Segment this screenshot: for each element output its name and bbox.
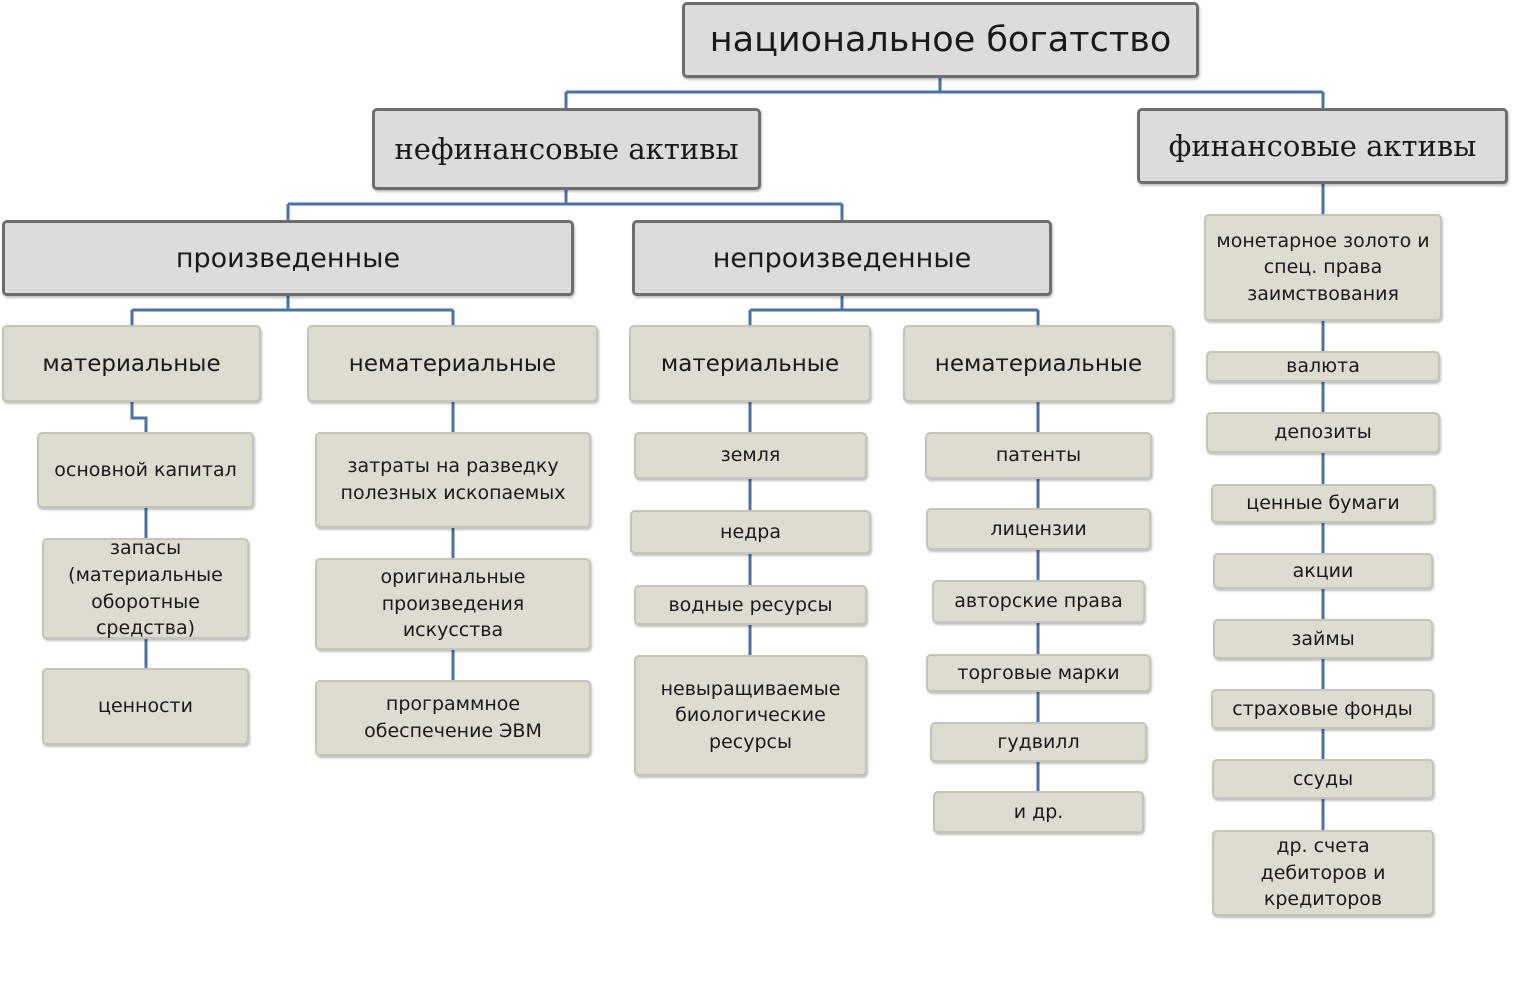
leaf-label: ценные бумаги [1246, 492, 1400, 515]
leaf-node: затраты на разведку полезных ископаемых [315, 432, 591, 528]
nonproduced-label: непроизведенные [712, 242, 972, 274]
leaf-label: ссуды [1292, 767, 1354, 790]
nonproduced-node: непроизведенные [632, 220, 1052, 296]
financial-node: финансовые активы [1137, 108, 1508, 184]
leaf-label: основной капитал [54, 458, 237, 481]
leaf-node: ценности [42, 668, 249, 745]
leaf-label: ценности [98, 695, 193, 718]
leaf-label: страховые фонды [1232, 697, 1413, 720]
leaf-node: монетарное золото и спец. права заимство… [1204, 214, 1442, 321]
leaf-node: лицензии [926, 508, 1151, 550]
leaf-node: программное обеспечение ЭВМ [315, 680, 591, 756]
leaf-node: валюта [1206, 351, 1440, 382]
leaf-label: недра [720, 520, 781, 543]
leaf-node: др. счета дебиторов и кредиторов [1212, 830, 1434, 916]
leaf-label: невыращиваемые биологические ресурсы [660, 677, 841, 753]
leaf-label: займы [1291, 627, 1355, 650]
leaf-node: займы [1213, 619, 1433, 659]
leaf-node: запасы (материальные оборотные средства) [42, 537, 249, 640]
category-label: материальные [42, 350, 221, 377]
leaf-label: валюта [1286, 355, 1360, 378]
leaf-label: затраты на разведку полезных ископаемых [340, 455, 566, 504]
root-label: национальное богатство [709, 20, 1172, 60]
category-label: материальные [660, 350, 840, 377]
leaf-label: программное обеспечение ЭВМ [364, 693, 542, 742]
leaf-label: акции [1292, 559, 1354, 582]
leaf-node: основной капитал [37, 432, 254, 508]
leaf-node: невыращиваемые биологические ресурсы [634, 655, 867, 776]
leaf-node: водные ресурсы [634, 585, 867, 625]
financial-label: финансовые активы [1168, 129, 1477, 163]
leaf-label: торговые марки [957, 661, 1120, 684]
leaf-node: земля [634, 432, 867, 479]
root-node: национальное богатство [682, 2, 1199, 78]
leaf-label: монетарное золото и спец. права заимство… [1216, 229, 1430, 305]
leaf-label: лицензии [990, 517, 1087, 540]
leaf-label: и др. [1013, 800, 1064, 823]
category-label: нематериальные [348, 350, 557, 377]
leaf-node: недра [630, 510, 871, 554]
nonfinancial-node: нефинансовые активы [372, 108, 761, 190]
nonproduced-material-node: материальные [629, 325, 871, 402]
leaf-label: др. счета дебиторов и кредиторов [1260, 835, 1386, 911]
leaf-label: водные ресурсы [668, 593, 833, 616]
produced-node: произведенные [2, 220, 574, 296]
nonproduced-intangible-node: нематериальные [903, 325, 1174, 402]
produced-label: произведенные [175, 242, 401, 274]
leaf-label: депозиты [1274, 421, 1372, 444]
leaf-label: оригинальные произведения искусства [380, 566, 526, 642]
produced-intangible-node: нематериальные [307, 325, 598, 402]
leaf-node: авторские права [932, 580, 1145, 623]
leaf-node: гудвилл [930, 722, 1147, 762]
leaf-node: оригинальные произведения искусства [315, 558, 591, 650]
leaf-label: гудвилл [997, 730, 1080, 753]
leaf-label: патенты [995, 444, 1082, 467]
leaf-node: акции [1213, 553, 1433, 589]
category-label: нематериальные [934, 350, 1143, 377]
produced-material-node: материальные [2, 325, 261, 402]
leaf-label: земля [720, 444, 781, 467]
leaf-label: авторские права [954, 590, 1123, 613]
leaf-node: ценные бумаги [1211, 484, 1435, 523]
leaf-node: ссуды [1212, 759, 1434, 799]
nonfinancial-label: нефинансовые активы [394, 132, 739, 166]
leaf-node: страховые фонды [1211, 689, 1434, 729]
leaf-label: запасы (материальные оборотные средства) [68, 537, 223, 640]
leaf-node: депозиты [1206, 412, 1440, 453]
leaf-node: и др. [933, 791, 1144, 833]
leaf-node: торговые марки [926, 654, 1151, 692]
leaf-node: патенты [925, 432, 1152, 479]
